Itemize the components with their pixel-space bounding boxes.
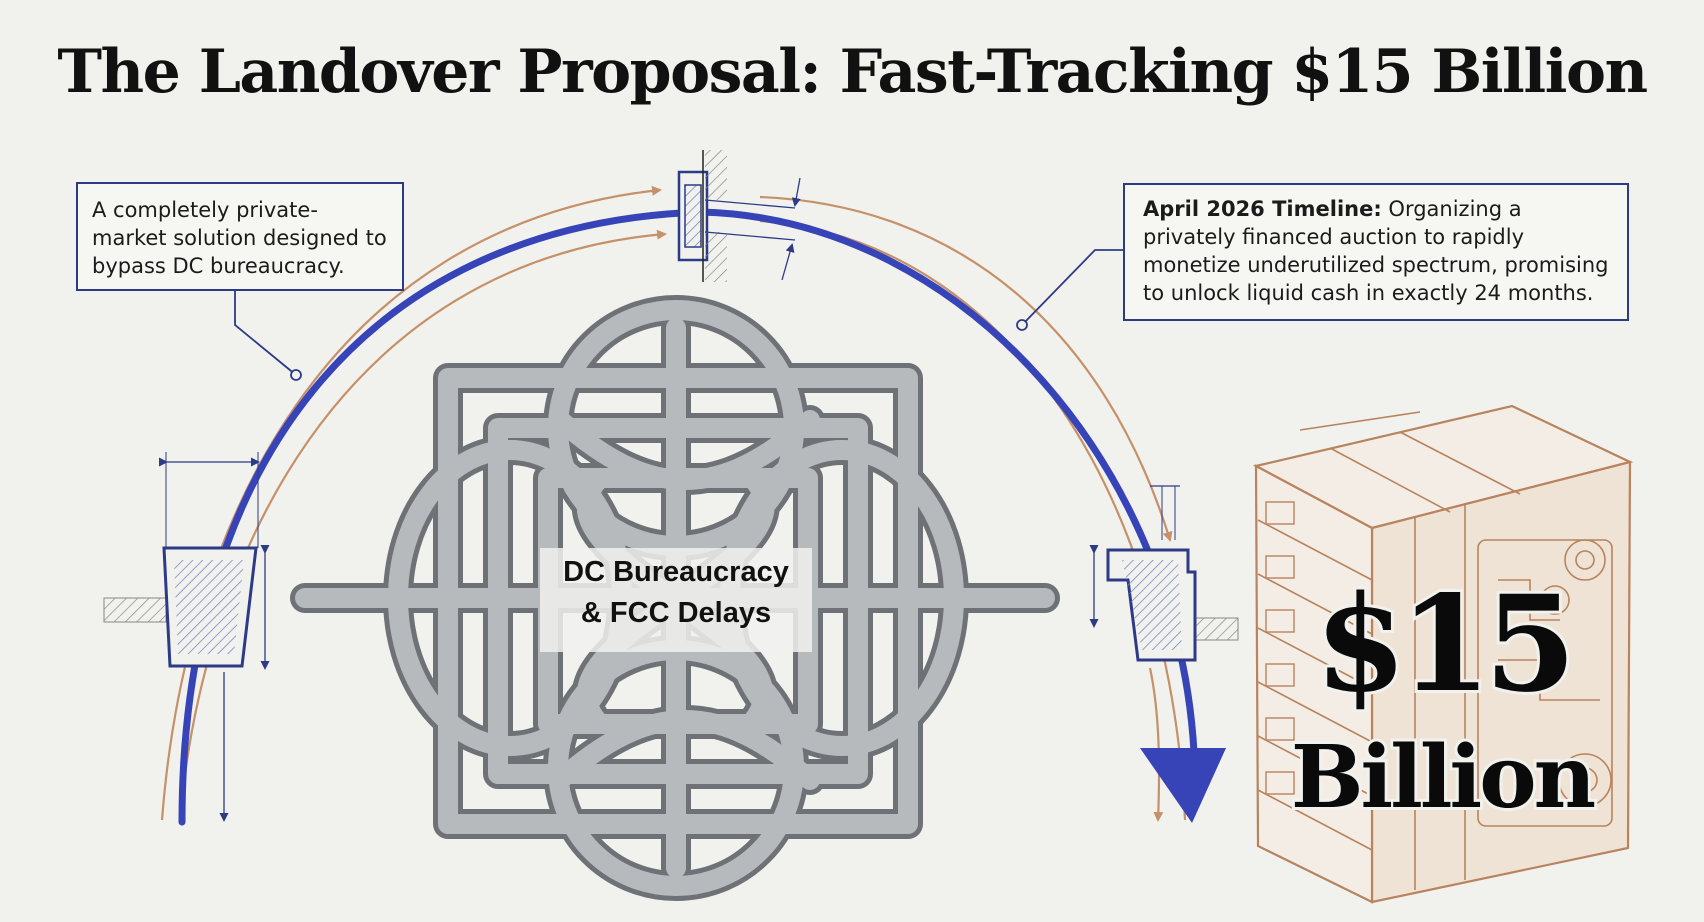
valve-fitting-icon bbox=[1089, 485, 1239, 662]
amount-value: $15 bbox=[1312, 567, 1580, 723]
obstacle-label-line1: DC Bureaucracy bbox=[563, 556, 789, 588]
obstacle-label: DC Bureaucracy & FCC Delays bbox=[516, 552, 836, 634]
callout-private-market-text: A completely private-market solution des… bbox=[92, 198, 387, 278]
callout-timeline: April 2026 Timeline: Organizing a privat… bbox=[1123, 183, 1629, 321]
callout-timeline-label: April 2026 Timeline: bbox=[1143, 197, 1382, 221]
callout-timeline-text: Organizing a privately financed auction … bbox=[1143, 197, 1609, 305]
vault-icon bbox=[1252, 404, 1634, 904]
obstacle-label-line2: & FCC Delays bbox=[580, 597, 772, 629]
callout-private-market: A completely private-market solution des… bbox=[76, 182, 404, 291]
valve-fitting-icon bbox=[677, 150, 801, 282]
valve-fitting-icon bbox=[103, 452, 270, 822]
amount-unit: Billion bbox=[1288, 725, 1599, 831]
tangled-knot-icon bbox=[290, 295, 1060, 901]
page-title: The Landover Proposal: Fast-Tracking $15… bbox=[57, 37, 1648, 107]
callout-leader-lines bbox=[234, 249, 1123, 381]
